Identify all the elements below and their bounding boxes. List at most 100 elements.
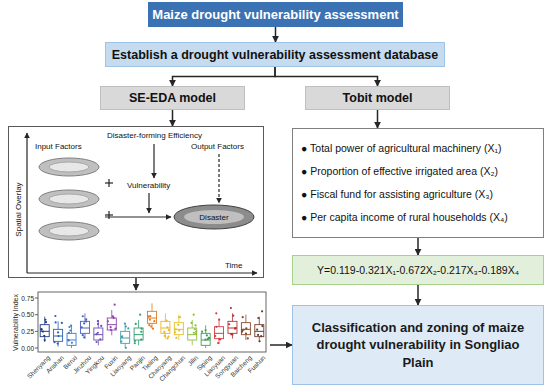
factor-ellipse [39, 158, 99, 176]
flow-arrow [135, 278, 137, 290]
data-dot [68, 339, 70, 341]
data-dot [195, 333, 197, 335]
flow-arrow [172, 110, 174, 126]
data-dot [261, 310, 263, 312]
box-label: SE-EDA model [129, 91, 216, 105]
data-dot [114, 327, 116, 329]
data-dot [83, 336, 85, 338]
box [215, 327, 224, 339]
title-box: Maize drought vulnerability assessment [148, 2, 403, 27]
process-box: Establish a drought vulnerability assess… [105, 42, 445, 67]
data-dot [214, 335, 216, 337]
data-dot [232, 315, 234, 317]
illustration-line [105, 216, 171, 217]
data-dot [175, 337, 177, 339]
data-dot [54, 315, 56, 317]
data-dot [113, 317, 115, 319]
plot-frame [38, 292, 266, 352]
box [80, 321, 89, 333]
panel-label: Input Factors [35, 142, 82, 151]
illustration-line [148, 193, 149, 213]
data-dot [40, 328, 42, 330]
data-dot [175, 328, 177, 330]
panel-label: Vulnerability [127, 181, 170, 190]
box [161, 321, 170, 333]
tick-label: 0.25 [21, 328, 34, 335]
disaster-ellipse [174, 205, 254, 229]
data-dot [177, 324, 179, 326]
data-dot [215, 312, 217, 314]
boxplot-chart: Vulnerability Index0.000.250.500.75Sheny… [8, 290, 270, 390]
data-dot [258, 340, 260, 342]
data-dot [256, 328, 258, 330]
data-dot [69, 329, 71, 331]
data-dot [83, 322, 85, 324]
data-dot [57, 331, 59, 333]
data-dot [242, 316, 244, 318]
data-dot [134, 340, 136, 342]
factor-ellipse [39, 190, 99, 208]
equation-box: Y=0.119-0.321X₁-0.672X₂-0.217X₃-0.189X₄ [292, 255, 544, 285]
data-dot [121, 335, 123, 337]
data-dot [82, 315, 84, 317]
data-dot [140, 338, 142, 340]
flow-arrow [275, 67, 378, 86]
box [67, 333, 76, 345]
data-dot [179, 316, 181, 318]
model-box: Tobit model [305, 86, 450, 110]
data-dot [139, 314, 141, 316]
factor-ellipse [39, 222, 99, 240]
data-dot [95, 333, 97, 335]
box-label: Establish a drought vulnerability assess… [112, 48, 439, 62]
data-dot [85, 318, 87, 320]
data-dot [241, 329, 243, 331]
result-box: Classification and zoning of maize droug… [292, 305, 544, 385]
data-dot [140, 328, 142, 330]
data-dot [261, 325, 263, 327]
data-dot [153, 320, 155, 322]
data-dot [195, 330, 197, 332]
data-dot [219, 338, 221, 340]
axis-label: Spatial Overlay [14, 182, 23, 236]
illustration-line [108, 179, 109, 187]
data-dot [135, 323, 137, 325]
data-dot [147, 315, 149, 317]
illustration-line [26, 133, 27, 273]
data-dot [44, 339, 46, 341]
box [121, 331, 130, 343]
axis-title: Vulnerability Index [12, 294, 19, 351]
data-dot [193, 314, 195, 316]
box [94, 328, 103, 340]
panel-label: Output Factors [191, 142, 244, 151]
data-dot [45, 321, 47, 323]
data-dot [245, 333, 247, 335]
data-dot [206, 334, 208, 336]
data-dot [120, 340, 122, 342]
data-dot [204, 339, 206, 341]
data-dot [247, 337, 249, 339]
data-dot [150, 325, 152, 327]
box-label: Classification and zoning of maize droug… [307, 319, 529, 372]
data-dot [125, 347, 127, 349]
data-dot [205, 329, 207, 331]
data-dot [121, 336, 123, 338]
data-dot [68, 326, 70, 328]
box [40, 325, 49, 337]
factor-list: ● Total power of agricultural machinery … [292, 128, 544, 238]
box [255, 325, 264, 337]
factor-item: ● Fiscal fund for assisting agriculture … [301, 188, 535, 201]
data-dot [235, 327, 237, 329]
data-dot [231, 333, 233, 335]
box [228, 321, 237, 333]
data-dot [168, 329, 170, 331]
data-dot [193, 332, 195, 334]
data-dot [97, 320, 99, 322]
data-dot [71, 342, 73, 344]
data-dot [53, 341, 55, 343]
data-dot [97, 323, 99, 325]
data-dot [194, 324, 196, 326]
data-dot [174, 331, 176, 333]
flow-arrow [270, 344, 292, 346]
axis-label: Time [225, 261, 242, 270]
data-dot [41, 328, 43, 330]
